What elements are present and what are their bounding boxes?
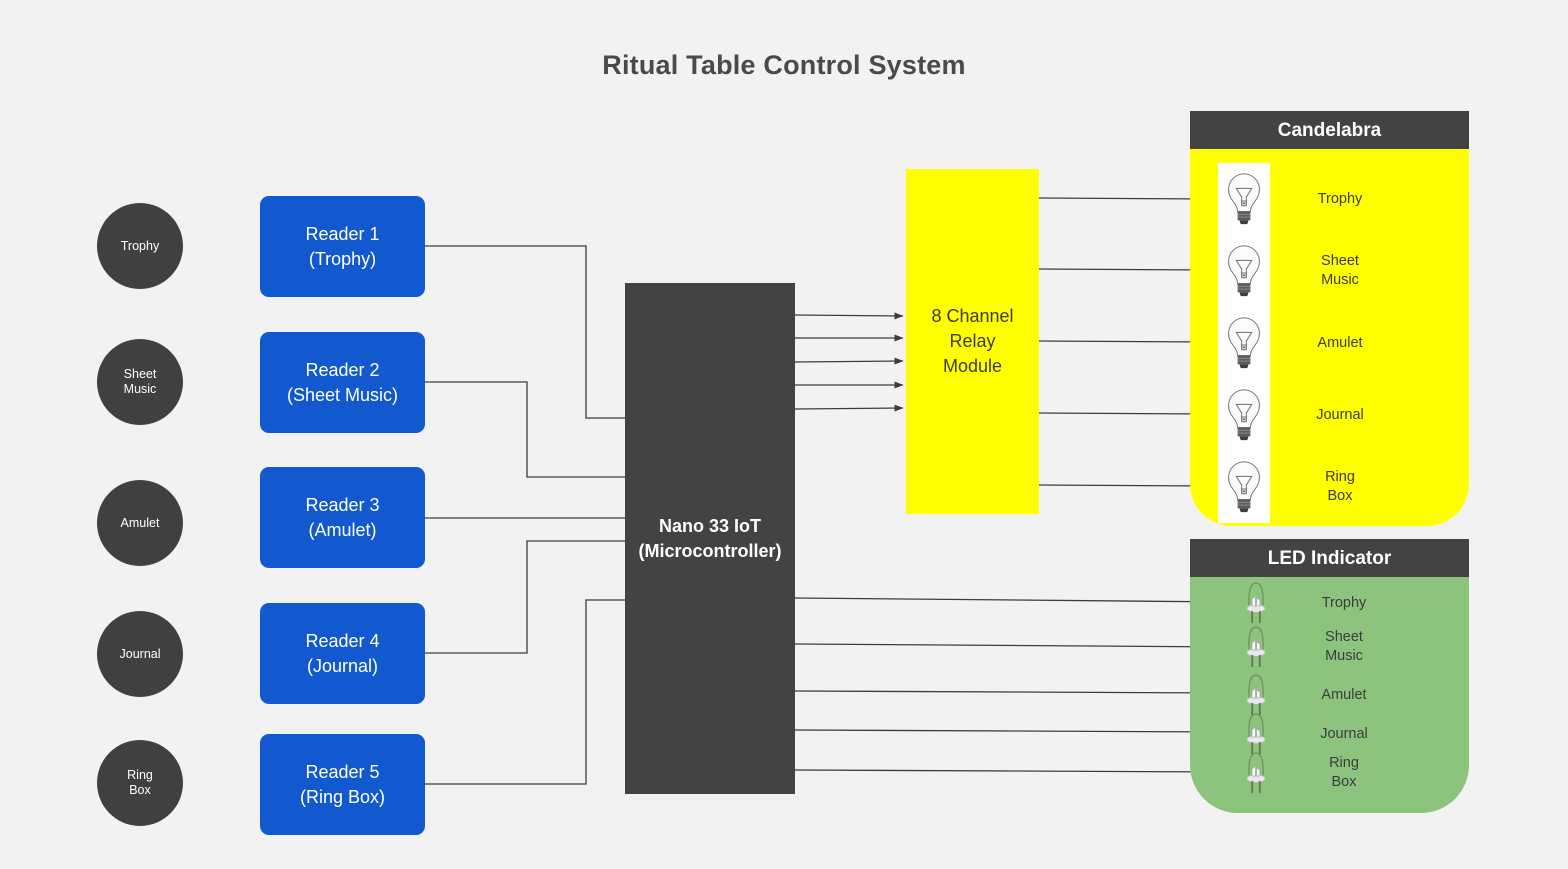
relay-line-1: 8 Channel (931, 306, 1014, 326)
candelabra-item-label: Journal (1316, 406, 1364, 423)
wire-controller-to-led-journal (794, 728, 1234, 736)
wire-controller-to-led-trophy (794, 597, 1234, 606)
reader-box-text: Reader 5 (Ring Box) (300, 760, 385, 810)
light-bulb-glyph (1228, 389, 1260, 441)
reader-subtitle: (Trophy) (308, 248, 377, 269)
candelabra-item-amulet[interactable]: Amulet (1218, 307, 1410, 379)
wire-controller-to-relay-5 (794, 404, 904, 412)
candelabra-item-label: Trophy (1317, 190, 1363, 207)
microcontroller-box[interactable]: Nano 33 IoT (Microcontroller) (625, 283, 795, 794)
reader-box-text: Reader 1 (Trophy) (305, 222, 379, 272)
tag-label: Trophy (120, 238, 160, 253)
candelabra-item-sheet-music[interactable]: Sheet Music (1218, 235, 1410, 307)
wire-controller-to-led-amulet (794, 689, 1234, 697)
led-indicator-panel-body (1190, 577, 1469, 813)
led-glyph (1246, 582, 1266, 623)
light-bulb-icon (1218, 163, 1270, 235)
wire-reader1-to-controller (425, 245, 625, 419)
reader-subtitle: (Sheet Music) (286, 384, 399, 405)
led-glyph (1246, 713, 1266, 754)
led-icon (1238, 709, 1274, 759)
controller-subtitle: (Microcontroller) (638, 540, 782, 561)
reader-box-text: Reader 2 (Sheet Music) (287, 358, 398, 408)
led-item-journal[interactable]: Journal (1238, 709, 1414, 759)
tag-circle-trophy[interactable]: Trophy (97, 203, 183, 289)
led-indicator-header-label: LED Indicator (1267, 548, 1392, 569)
candelabra-item-label: Ring Box (1325, 469, 1355, 504)
wire-controller-to-relay-3 (794, 357, 904, 365)
wire-controller-to-led-sheet-music (794, 643, 1234, 651)
reader-box-1[interactable]: Reader 1 (Trophy) (260, 196, 425, 297)
light-bulb-icon (1218, 307, 1270, 379)
reader-title: Reader 2 (305, 359, 380, 380)
tag-circle-sheet-music[interactable]: Sheet Music (97, 339, 183, 425)
light-bulb-icon (1218, 235, 1270, 307)
light-bulb-glyph (1228, 245, 1260, 297)
led-item-label: Journal (1320, 725, 1368, 742)
reader-subtitle: (Journal) (306, 655, 379, 676)
tag-circle-ring-box[interactable]: Ring Box (97, 740, 183, 826)
reader-title: Reader 5 (305, 761, 380, 782)
led-item-label: Trophy (1321, 594, 1367, 611)
reader-box-4[interactable]: Reader 4 (Journal) (260, 603, 425, 704)
reader-box-2[interactable]: Reader 2 (Sheet Music) (260, 332, 425, 433)
wire-reader5-to-controller (425, 599, 625, 785)
candelabra-panel-header: Candelabra (1190, 111, 1469, 151)
led-item-amulet[interactable]: Amulet (1238, 670, 1414, 720)
candelabra-header-label: Candelabra (1277, 120, 1382, 141)
candelabra-item-ring-box[interactable]: Ring Box (1218, 451, 1410, 523)
controller-text: Nano 33 IoT (Microcontroller) (638, 514, 781, 564)
candelabra-item-label: Sheet Music (1321, 253, 1359, 288)
led-indicator-panel-header: LED Indicator (1190, 539, 1469, 579)
reader-subtitle: (Amulet) (308, 519, 377, 540)
led-glyph (1246, 674, 1266, 715)
tag-label: Journal (119, 646, 161, 661)
reader-subtitle: (Ring Box) (299, 786, 386, 807)
reader-title: Reader 3 (305, 494, 380, 515)
page-title: Ritual Table Control System (602, 50, 966, 80)
reader-box-text: Reader 3 (Amulet) (305, 493, 379, 543)
wire-reader2-to-controller (425, 381, 625, 478)
relay-line-3: Module (942, 356, 1003, 376)
led-icon (1238, 748, 1274, 798)
led-item-ring-box[interactable]: Ring Box (1238, 748, 1414, 798)
tag-circle-journal[interactable]: Journal (97, 611, 183, 697)
led-glyph (1246, 752, 1266, 793)
tag-label: Amulet (120, 515, 160, 530)
reader-title: Reader 1 (305, 223, 380, 244)
wire-controller-to-led-ring-box (794, 768, 1234, 776)
led-item-trophy[interactable]: Trophy (1238, 578, 1414, 628)
wire-reader4-to-controller (425, 540, 625, 654)
led-icon (1238, 578, 1274, 628)
tag-circle-amulet[interactable]: Amulet (97, 480, 183, 566)
light-bulb-glyph (1228, 173, 1260, 225)
light-bulb-icon (1218, 451, 1270, 523)
reader-box-3[interactable]: Reader 3 (Amulet) (260, 467, 425, 568)
reader-box-text: Reader 4 (Journal) (305, 629, 379, 679)
led-item-label: Amulet (1321, 686, 1367, 703)
candelabra-item-trophy[interactable]: Trophy (1218, 163, 1410, 235)
led-icon (1238, 670, 1274, 720)
led-item-label: Ring Box (1329, 755, 1359, 790)
candelabra-item-journal[interactable]: Journal (1218, 379, 1410, 451)
controller-title: Nano 33 IoT (658, 515, 761, 536)
light-bulb-icon (1218, 379, 1270, 451)
light-bulb-glyph (1228, 317, 1260, 369)
relay-line-2: Relay (949, 331, 996, 351)
led-item-label: Sheet Music (1325, 629, 1363, 664)
tag-label: Sheet Music (123, 367, 157, 396)
wire-controller-to-relay-1 (794, 312, 904, 320)
candelabra-item-label: Amulet (1317, 334, 1363, 351)
led-item-sheet-music[interactable]: Sheet Music (1238, 622, 1414, 672)
reader-box-5[interactable]: Reader 5 (Ring Box) (260, 734, 425, 835)
led-icon (1238, 622, 1274, 672)
reader-title: Reader 4 (305, 630, 380, 651)
light-bulb-glyph (1228, 461, 1260, 513)
led-glyph (1246, 626, 1266, 667)
tag-label: Ring Box (127, 768, 153, 797)
